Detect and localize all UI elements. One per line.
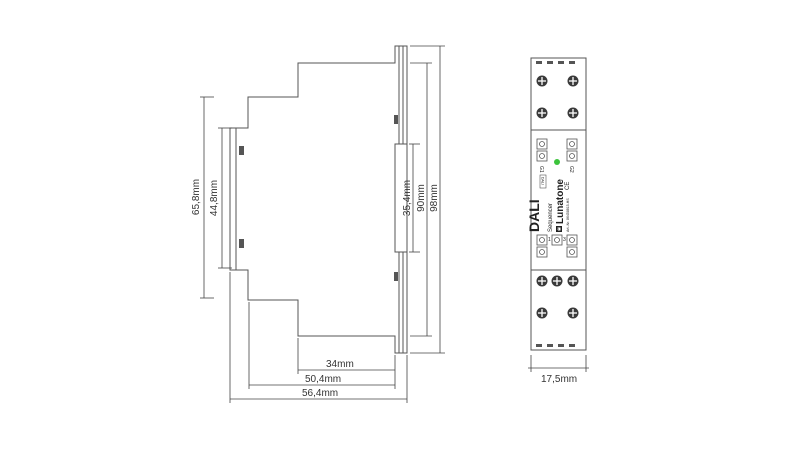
screw-terminal-icon xyxy=(536,307,548,319)
terminal-label-2: 2 xyxy=(556,228,559,234)
screw-terminal-icon xyxy=(536,107,548,119)
dim-label-448: 44,8mm xyxy=(209,180,220,216)
terminal-label-g2: G2 xyxy=(568,166,574,173)
ce-mark-icon: CE xyxy=(565,182,571,190)
led-indicator-icon xyxy=(554,159,560,165)
dim-line-504 xyxy=(248,302,396,389)
side-clip-top-right xyxy=(394,115,398,124)
side-view-profile xyxy=(229,45,408,354)
front-top-serration xyxy=(536,61,575,64)
dim-line-564 xyxy=(229,272,408,403)
input-g1-terminal xyxy=(536,138,548,162)
lunatone-logo-icon xyxy=(556,226,562,232)
product-subtitle: Sequencer xyxy=(548,203,554,232)
side-clip-bottom-right xyxy=(394,272,398,281)
dim-label-658: 65,8mm xyxy=(191,179,202,215)
dim-label-564: 56,4mm xyxy=(302,388,338,399)
input-3-terminal xyxy=(566,234,578,258)
brand-name: Lunatone xyxy=(555,179,566,224)
dim-label-175: 17,5mm xyxy=(541,374,577,385)
dali-badge xyxy=(539,174,547,189)
dim-line-34 xyxy=(297,338,396,374)
screw-terminal-icon xyxy=(536,75,548,87)
input-g2-terminal xyxy=(566,138,578,162)
front-bottom-serration xyxy=(536,344,575,347)
dim-line-175 xyxy=(528,355,589,372)
dali-badge-text: DALI xyxy=(541,177,545,185)
input-1-terminal xyxy=(536,234,548,258)
din-rail-slot xyxy=(394,143,408,253)
screw-terminal-icon xyxy=(551,275,563,287)
dim-line-354 xyxy=(409,143,420,253)
dim-line-658 xyxy=(200,96,214,299)
screw-terminal-icon xyxy=(567,75,579,87)
screw-terminal-icon xyxy=(567,275,579,287)
article-number: Art.-Nr. 86458815-HS xyxy=(566,198,570,232)
dim-label-90: 90mm xyxy=(416,184,427,212)
screw-terminal-icon xyxy=(567,307,579,319)
terminal-label-1: 1 xyxy=(548,237,551,243)
dim-label-34: 34mm xyxy=(326,359,354,370)
terminal-label-3: 3 xyxy=(563,237,566,243)
dim-line-98 xyxy=(410,45,445,354)
dim-label-98: 98mm xyxy=(429,184,440,212)
dim-label-504: 50,4mm xyxy=(305,374,341,385)
dim-line-90 xyxy=(410,62,432,337)
screw-terminal-icon xyxy=(567,107,579,119)
product-name: DALI xyxy=(526,199,542,232)
input-2-terminal xyxy=(551,234,563,246)
screw-terminal-icon xyxy=(536,275,548,287)
terminal-label-g1: G1 xyxy=(538,166,544,173)
side-clip-top-left xyxy=(239,146,244,155)
dim-label-354: 35,4mm xyxy=(402,180,413,216)
side-clip-bottom-left xyxy=(239,239,244,248)
dim-line-448 xyxy=(218,127,232,269)
